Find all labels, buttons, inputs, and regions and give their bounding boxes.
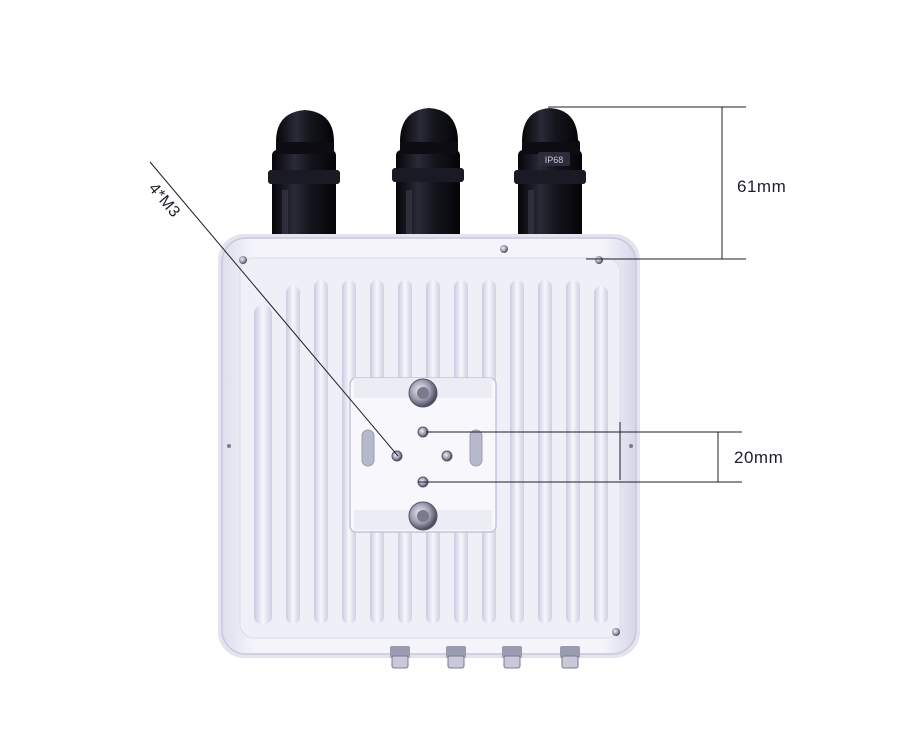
n-connector-icon xyxy=(446,646,466,669)
dimension-20mm xyxy=(418,422,742,483)
n-connector-icon xyxy=(390,646,410,669)
m3-screw-icon xyxy=(391,450,403,462)
m3-screw-icon xyxy=(441,450,453,462)
mounting-bolt-icon xyxy=(408,378,438,408)
dimension-61mm xyxy=(548,106,746,260)
dimension-label-20mm: 20mm xyxy=(734,448,784,467)
n-connector-icon xyxy=(560,646,580,669)
corner-screw-icon xyxy=(500,245,508,253)
corner-screw-icon xyxy=(595,256,603,264)
corner-screw-icon xyxy=(612,628,620,636)
ip68-marking: IP68 xyxy=(545,155,564,165)
dimension-label-61mm: 61mm xyxy=(737,177,787,196)
leader-4xm3 xyxy=(149,161,399,457)
bottom-connectors xyxy=(390,646,580,669)
mounting-bracket xyxy=(349,377,497,533)
mounting-bolt-icon xyxy=(408,501,438,531)
corner-screw-icon xyxy=(239,256,247,264)
n-connector-icon xyxy=(502,646,522,669)
